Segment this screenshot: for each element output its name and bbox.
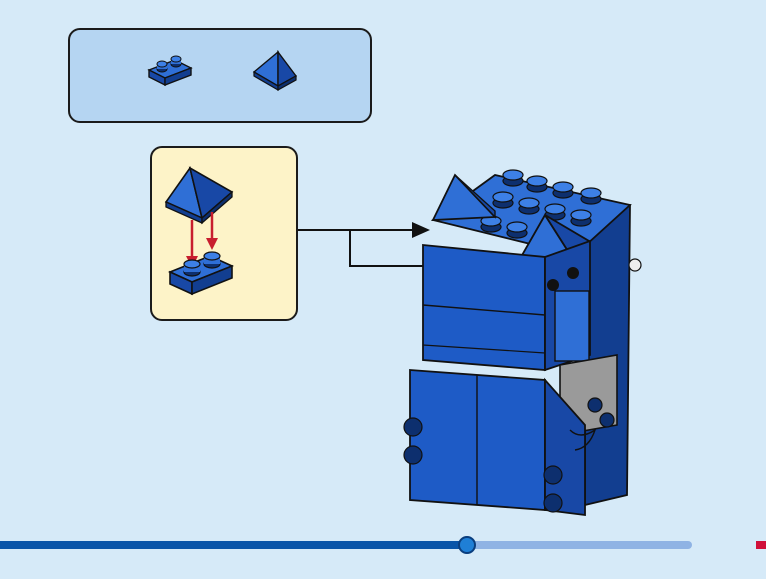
slope-pyramid-icon xyxy=(250,50,300,92)
model-illustration xyxy=(395,165,645,525)
page-corner-mark xyxy=(756,541,766,549)
subassembly-illustration xyxy=(160,160,290,310)
progress-handle[interactable] xyxy=(458,536,476,554)
progress-fill xyxy=(0,541,467,549)
progress-bar[interactable] xyxy=(0,541,692,549)
parts-list-panel xyxy=(68,28,372,123)
plate-1x2-icon xyxy=(145,50,197,90)
